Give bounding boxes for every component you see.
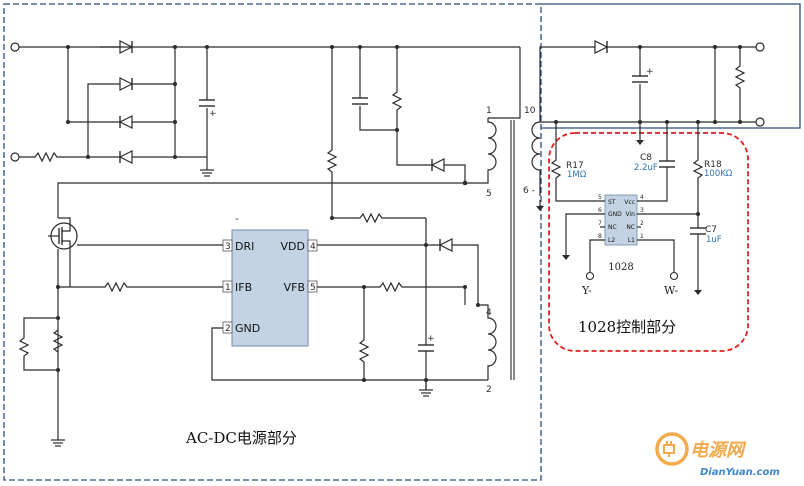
control-circuit: R17 1MΩ C8 2.2uF R18 100KΩ C7 1uF Y- W- [550, 122, 733, 297]
main-ic-body [231, 229, 309, 347]
control-section-title: 1028控制部分 [578, 318, 676, 336]
main-ic-gnd-label: GND [235, 322, 260, 335]
ctrl-pin6-num: 6 [598, 207, 602, 214]
ctrl-vcc-label: Vcc [624, 199, 635, 206]
r17-label: R17 [566, 161, 584, 171]
y-terminal [585, 271, 595, 281]
output-diode [594, 40, 609, 54]
control-ic-name: 1028 [608, 262, 633, 273]
acdc-section-title: AC-DC电源部分 [185, 429, 297, 447]
transformer-pin-1: 1 [486, 106, 492, 116]
ic-ground-arrow [562, 255, 570, 260]
output-cap-plus: + [646, 67, 654, 77]
ctrl-vin-label: Vin [626, 211, 636, 218]
snubber-diode [430, 158, 445, 172]
aux-winding-network: + 4 2 [211, 218, 497, 397]
acdc-section-border [3, 3, 542, 481]
watermark-url: DianYuan.com [700, 467, 780, 478]
ctrl-st-label: ST [608, 199, 616, 206]
bridge-diode-1 [119, 40, 134, 54]
control-ground-arrow [636, 140, 644, 145]
bridge-diode-3 [118, 115, 133, 129]
vdd-cap-plus: + [427, 334, 435, 344]
aux-diode [438, 238, 453, 252]
w-terminal [669, 271, 679, 281]
ac-input-bridge: + [10, 40, 520, 177]
mosfet-current-sense [18, 217, 223, 447]
output-section-border [541, 3, 801, 129]
main-ic-vdd-label: VDD [281, 240, 305, 253]
r18-label: R18 [704, 160, 722, 170]
secondary-ground-arrow [536, 206, 544, 211]
transformer-core: 10 6 - [510, 106, 544, 380]
main-ic-ifb-label: IFB [235, 281, 252, 294]
transformer-pin-10: 10 [524, 106, 536, 116]
ctrl-gnd-label: GND [608, 211, 622, 218]
main-ic-pin3-num: 3 [225, 242, 231, 252]
control-section-border [548, 132, 749, 352]
watermark-cn: 电源网 [690, 440, 747, 461]
transformer-pin-2: 2 [486, 385, 492, 395]
main-ic-pin4-num: 4 [310, 242, 316, 252]
c8-label: C8 [640, 153, 652, 163]
y-minus-label: Y- [581, 284, 592, 297]
ctrl-pin4-num: 4 [640, 194, 644, 201]
main-ic-dash: - [235, 214, 239, 225]
ctrl-l2-label: L2 [608, 237, 615, 244]
c8-value: 2.2uF [634, 163, 658, 173]
snubber-startup [326, 45, 466, 224]
output-terminal-top [755, 42, 765, 52]
ctrl-pin2-num: 2 [640, 220, 644, 227]
main-ic-dri-label: DRI [235, 240, 254, 253]
ctrl-nc-left-label: NC [608, 224, 617, 231]
watermark: 电源网 DianYuan.com [655, 432, 780, 478]
ac-input-terminal-top [10, 42, 20, 52]
c7-ground-arrow [694, 290, 702, 295]
bulk-cap-plus: + [209, 109, 217, 119]
ctrl-pin1-num: 1 [640, 233, 644, 240]
output-rectifier: + [539, 40, 765, 127]
ac-input-terminal-bottom [10, 152, 20, 162]
ctrl-pin7-num: 7 [598, 220, 602, 227]
ctrl-pin8-num: 8 [598, 233, 602, 240]
r18-value: 100KΩ [704, 169, 733, 179]
c7-label: C7 [705, 225, 717, 235]
ctrl-l1-label: L1 [628, 237, 635, 244]
ctrl-pin3-num: 3 [640, 207, 644, 214]
main-ic-vfb-label: VFB [284, 281, 305, 294]
ctrl-pin5-num: 5 [598, 194, 602, 201]
primary-winding: 1 5 [57, 47, 521, 218]
main-ic-pin2-num: 2 [225, 324, 231, 334]
transformer-pin-4: 4 [486, 308, 492, 318]
bridge-diode-2 [119, 77, 134, 91]
bridge-diode-4 [118, 150, 133, 164]
plug-logo-icon [655, 432, 689, 466]
w-minus-label: W- [664, 284, 679, 297]
control-ic-body [604, 194, 638, 246]
c7-value: 1uF [706, 235, 722, 245]
transformer-pin-6: 6 - [523, 186, 535, 196]
ctrl-nc-right-label: NC [626, 224, 635, 231]
main-pwm-ic: - 3 1 2 4 5 DRI IFB GND VDD VFB [222, 214, 318, 347]
main-ic-pin5-num: 5 [310, 283, 316, 293]
r17-value: 1MΩ [567, 170, 587, 180]
main-ic-pin1-num: 1 [225, 283, 231, 293]
transformer-pin-5: 5 [486, 189, 492, 199]
output-terminal-bottom [755, 117, 765, 127]
